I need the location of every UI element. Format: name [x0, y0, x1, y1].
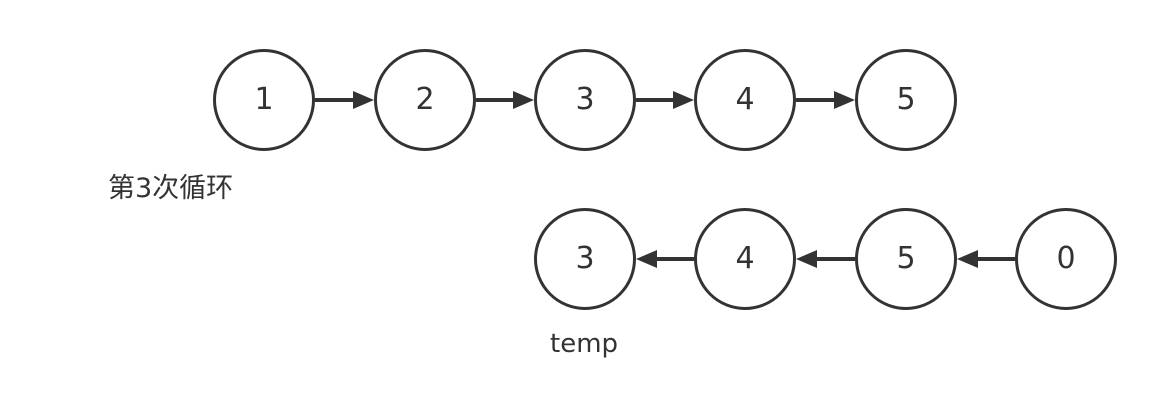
arrow-line	[978, 257, 1015, 261]
list-node: 4	[694, 208, 796, 310]
arrow-connector	[796, 90, 855, 110]
arrow-line	[796, 98, 834, 102]
node-value: 3	[575, 82, 595, 117]
arrow-right-icon	[513, 91, 534, 109]
arrow-line	[315, 98, 353, 102]
list-node: 3	[534, 49, 636, 151]
node-value: 1	[254, 82, 274, 117]
arrow-line	[476, 98, 513, 102]
list-node: 5	[855, 208, 957, 310]
node-value: 2	[415, 82, 435, 117]
arrow-connector	[636, 90, 694, 110]
node-value: 0	[1056, 241, 1076, 276]
list-node: 5	[855, 49, 957, 151]
iteration-label: 第3次循环	[108, 173, 234, 204]
arrow-line	[636, 98, 673, 102]
list-node: 1	[213, 49, 315, 151]
node-value: 5	[896, 241, 916, 276]
arrow-right-icon	[353, 91, 374, 109]
list-node: 4	[694, 49, 796, 151]
arrow-connector	[315, 90, 374, 110]
arrow-line	[657, 257, 694, 261]
arrow-right-icon	[834, 91, 855, 109]
node-value: 4	[735, 82, 755, 117]
arrow-left-icon	[796, 250, 817, 268]
arrow-connector	[957, 249, 1015, 269]
arrow-left-icon	[957, 250, 978, 268]
arrow-connector	[796, 249, 855, 269]
arrow-left-icon	[636, 250, 657, 268]
list-node: 0	[1015, 208, 1117, 310]
temp-label: temp	[550, 329, 619, 359]
node-value: 4	[735, 241, 755, 276]
node-value: 3	[575, 241, 595, 276]
list-node: 2	[374, 49, 476, 151]
node-value: 5	[896, 82, 916, 117]
list-node: 3	[534, 208, 636, 310]
arrow-connector	[476, 90, 534, 110]
arrow-line	[817, 257, 855, 261]
arrow-right-icon	[673, 91, 694, 109]
arrow-connector	[636, 249, 694, 269]
